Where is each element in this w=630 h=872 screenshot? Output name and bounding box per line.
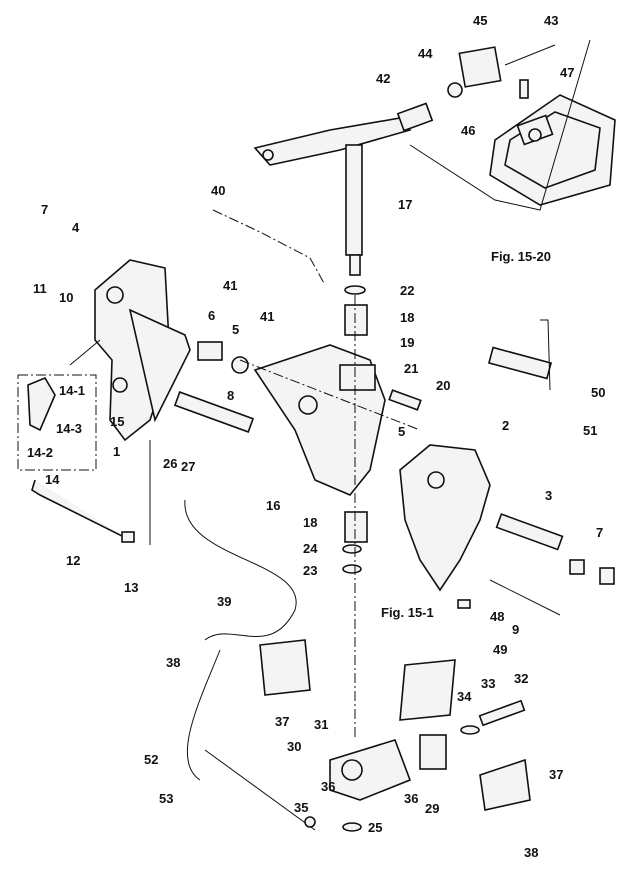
callout-2: 2 [502, 418, 509, 433]
callout-31: 31 [314, 717, 328, 732]
callout-14-3: 14-3 [56, 421, 82, 436]
callout-52: 52 [144, 752, 158, 767]
callout-4: 4 [72, 220, 80, 235]
callout-21: 21 [404, 361, 418, 376]
steering-bracket-assembly [409, 39, 616, 211]
callout-50: 50 [591, 385, 605, 400]
callout-46: 46 [461, 123, 475, 138]
spacers-and-washers [342, 285, 368, 740]
callout-35: 35 [294, 800, 308, 815]
ref-fig-15-1: Fig. 15-1 [381, 605, 434, 620]
swivel-case [197, 341, 421, 496]
callout-44: 44 [418, 46, 433, 61]
callout-37b: 37 [549, 767, 563, 782]
callout-39: 39 [217, 594, 231, 609]
callout-33: 33 [481, 676, 495, 691]
callout-43: 43 [544, 13, 558, 28]
callout-47: 47 [560, 65, 574, 80]
callout-45: 45 [473, 13, 487, 28]
callout-5a: 5 [232, 322, 239, 337]
callout-25: 25 [368, 820, 382, 835]
callout-15: 15 [110, 414, 124, 429]
callout-38b: 38 [524, 845, 538, 860]
bushing-42-set [396, 44, 556, 132]
callout-18b: 18 [303, 515, 317, 530]
callout-14-2: 14-2 [27, 445, 53, 460]
callout-11: 11 [33, 281, 47, 296]
callout-32: 32 [514, 671, 528, 686]
callout-37a: 37 [275, 714, 289, 729]
callout-38a: 38 [166, 655, 180, 670]
callout-27: 27 [181, 459, 195, 474]
trim-rod-and-bolt [388, 389, 615, 616]
callout-17: 17 [398, 197, 412, 212]
callout-26: 26 [163, 456, 177, 471]
left-clamp-bracket [94, 259, 191, 545]
callout-8: 8 [227, 388, 234, 403]
callout-53: 53 [159, 791, 173, 806]
callout-18a: 18 [400, 310, 414, 325]
callout-7b: 7 [596, 525, 603, 540]
callout-5b: 5 [398, 424, 405, 439]
callout-41b: 41 [260, 309, 274, 324]
callout-3: 3 [545, 488, 552, 503]
callout-labels: 1 2 3 4 5 5 6 7 7 8 9 10 11 12 13 14 14-… [27, 13, 605, 860]
callout-14-1: 14-1 [59, 383, 85, 398]
callout-1: 1 [113, 444, 120, 459]
callout-24: 24 [303, 541, 318, 556]
callout-40: 40 [211, 183, 225, 198]
callout-49: 49 [493, 642, 507, 657]
right-clamp-bracket [399, 319, 553, 609]
callout-34: 34 [457, 689, 472, 704]
callout-51: 51 [583, 423, 597, 438]
steering-arm [253, 117, 412, 276]
callout-19: 19 [400, 335, 414, 350]
callout-9: 9 [512, 622, 519, 637]
callout-20: 20 [436, 378, 450, 393]
callout-36b: 36 [404, 791, 418, 806]
callout-42: 42 [376, 71, 390, 86]
callout-29: 29 [425, 801, 439, 816]
tilt-stop-lever-group [17, 339, 135, 543]
callout-14: 14 [45, 472, 60, 487]
callout-41a: 41 [223, 278, 237, 293]
callout-30: 30 [287, 739, 301, 754]
callout-10: 10 [59, 290, 73, 305]
ref-fig-15-20: Fig. 15-20 [491, 249, 551, 264]
callout-36a: 36 [321, 779, 335, 794]
tilt-shaft [173, 391, 255, 433]
callout-16: 16 [266, 498, 280, 513]
callout-6: 6 [208, 308, 215, 323]
lower-mount-assembly [259, 639, 531, 832]
callout-48: 48 [490, 609, 504, 624]
callout-23: 23 [303, 563, 317, 578]
callout-13: 13 [124, 580, 138, 595]
ground-wires [184, 209, 326, 831]
callout-12: 12 [66, 553, 80, 568]
callout-7a: 7 [41, 202, 48, 217]
callout-22: 22 [400, 283, 414, 298]
